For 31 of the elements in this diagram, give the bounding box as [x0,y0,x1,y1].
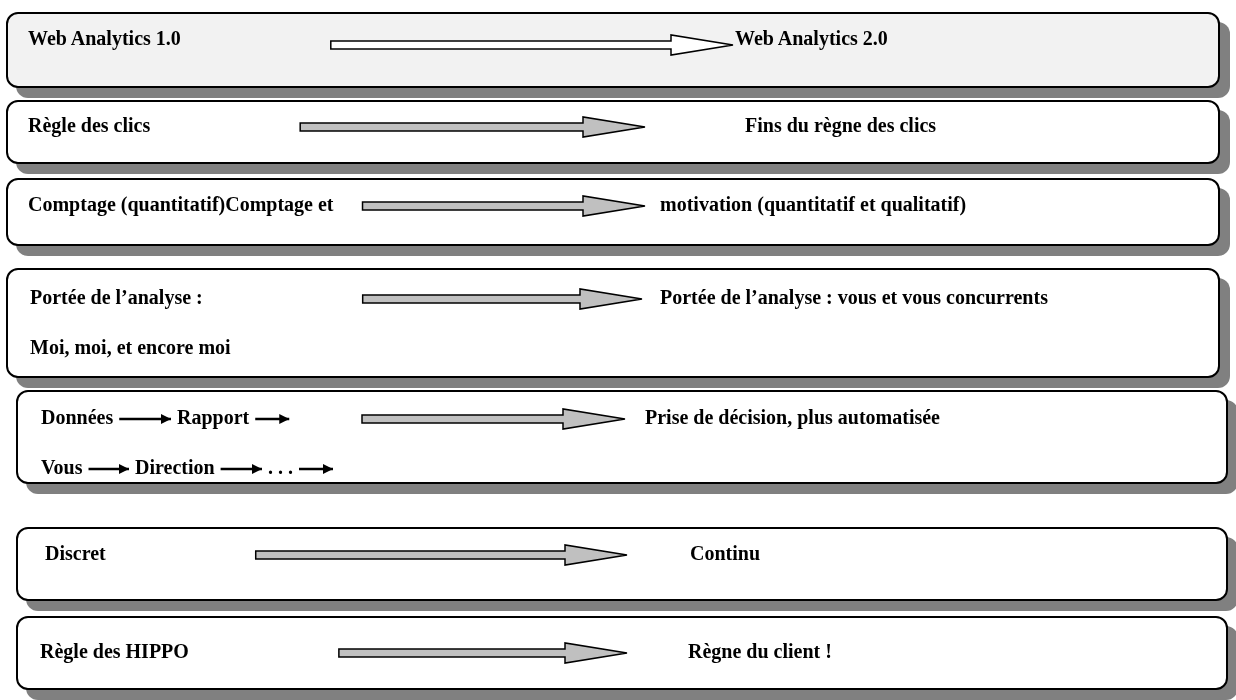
row-text: Discret [45,541,106,565]
arrow [255,414,290,424]
arrow [220,464,262,474]
row-text: Comptage (quantitatif)Comptage et [28,192,334,216]
block-arrow [330,34,734,56]
arrow [119,414,171,424]
row-text: Portée de l’analyse : vous et vous concurrents [660,285,1048,309]
block-arrow [338,642,628,664]
row-text: Données [41,405,114,429]
row-text: motivation (quantitatif et qualitatif) [660,192,967,216]
arrow [299,464,333,474]
row-text: . . . [268,455,293,479]
row-text: Règle des clics [28,113,151,137]
block-arrow [299,116,646,138]
body-text: Moi, moi, et encore moi [30,335,231,359]
row-text: Vous [41,455,83,479]
row-text: Prise de décision, plus automatisée [645,405,940,429]
heading-text: Portée de l’analyse : [30,285,203,309]
block-arrow [361,288,643,310]
row-text: Web Analytics 2.0 [735,26,888,50]
row-text: Direction [135,455,215,479]
row-text: Continu [690,541,761,565]
block-arrow [254,544,628,566]
block-arrow [361,408,626,430]
row-text: Fins du règne des clics [745,113,937,137]
row-text: Règle des HIPPO [40,639,189,663]
block-arrow [361,195,646,217]
row-text: Règne du client ! [688,639,832,663]
arrow [88,464,129,474]
row-text: Web Analytics 1.0 [28,26,181,50]
row-text: Rapport [177,405,250,429]
